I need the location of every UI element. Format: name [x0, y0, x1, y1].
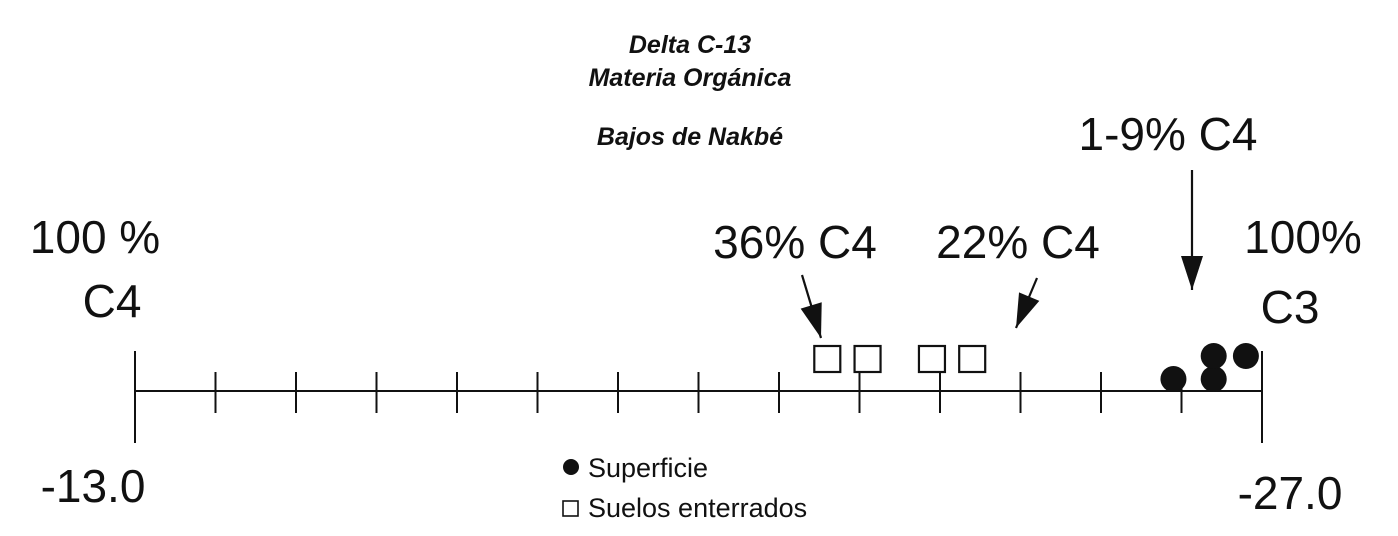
chart-title-line-2: Materia Orgánica: [589, 64, 792, 92]
annotation-label: 36% C4: [713, 216, 877, 268]
legend: Superficie Suelos enterrados: [562, 453, 807, 523]
suelos-enterrados-point: [813, 344, 842, 374]
chart-subtitle: Bajos de Nakbé: [597, 123, 783, 151]
arrowhead-icon: [800, 302, 822, 338]
axis-left-label: -13.0: [41, 460, 146, 512]
superficie-point: [1200, 343, 1227, 369]
annotation-label: 1-9% C4: [1079, 108, 1258, 160]
left-end-type: C4: [83, 275, 142, 327]
axis-right-label: -27.0: [1238, 467, 1343, 519]
superficie-point: [1200, 366, 1227, 392]
chart-title-line-1: Delta C-13: [629, 31, 751, 59]
x-axis-ticks: [134, 351, 1263, 443]
suelos-enterrados-point: [958, 344, 987, 374]
annotations: 36% C4 22% C4 1-9% C4: [713, 108, 1258, 339]
legend-label-superficie: Superficie: [588, 453, 708, 483]
suelos-enterrados-point: [917, 344, 947, 374]
right-end-type: C3: [1261, 281, 1320, 333]
legend-filled-circle-icon: [563, 459, 579, 475]
suelos-enterrados-point: [853, 344, 882, 374]
left-end-percent: 100 %: [30, 211, 160, 263]
right-end-percent: 100%: [1244, 211, 1362, 263]
superficie-point: [1232, 343, 1259, 369]
data-points: [813, 343, 1259, 392]
arrowhead-icon: [1016, 292, 1040, 328]
arrowhead-icon: [1181, 256, 1203, 290]
legend-open-square-icon: [562, 500, 579, 517]
annotation-label: 22% C4: [936, 216, 1100, 268]
superficie-point: [1160, 366, 1187, 392]
legend-label-suelos-enterrados: Suelos enterrados: [588, 493, 807, 523]
